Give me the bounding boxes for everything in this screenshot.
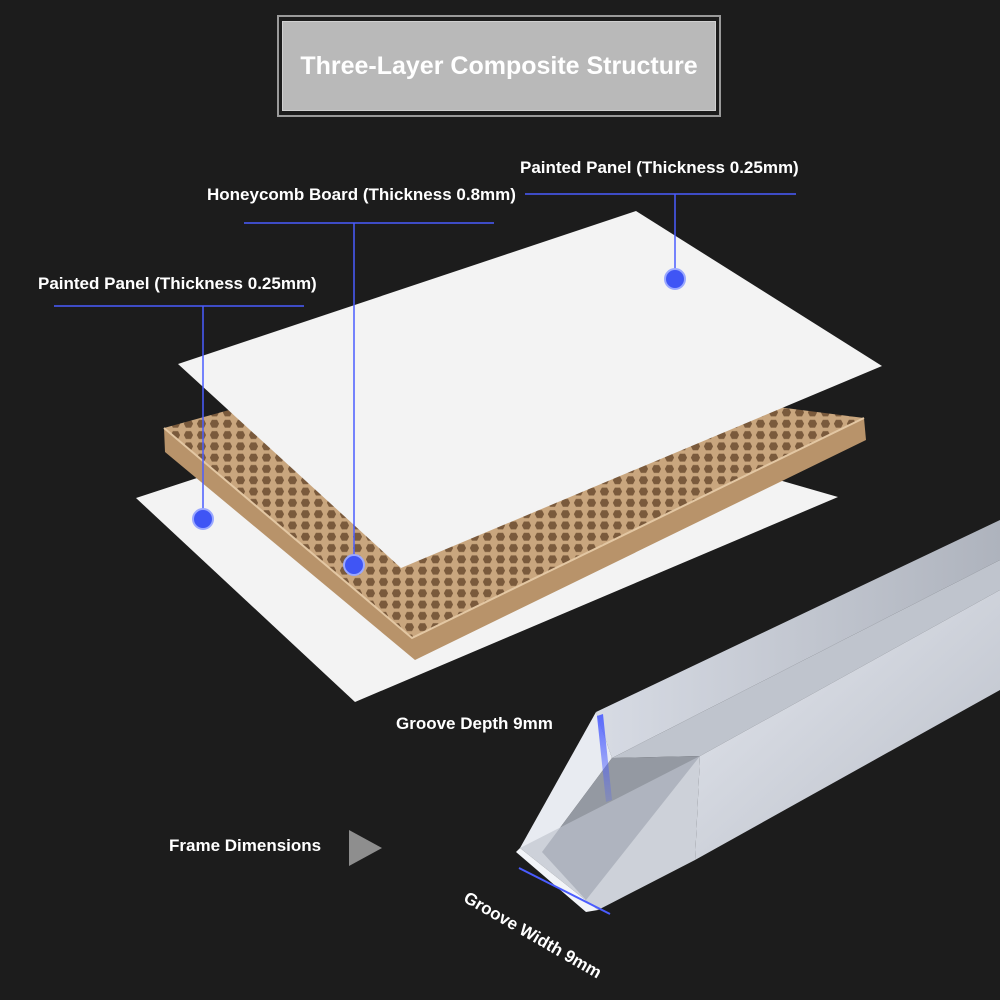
frame-pointer-icon	[349, 830, 382, 866]
label-groove-depth: Groove Depth 9mm	[396, 714, 553, 733]
title-frame	[277, 15, 721, 117]
page-title: Three-Layer Composite Structure	[282, 21, 716, 111]
label-top-painted-panel: Painted Panel (Thickness 0.25mm)	[520, 158, 799, 177]
callout-honeycomb-icon	[343, 554, 365, 576]
groove-depth-marker	[597, 714, 612, 802]
frame-profile	[516, 520, 1000, 915]
label-bottom-painted-panel: Painted Panel (Thickness 0.25mm)	[38, 274, 317, 293]
callout-top-panel-icon	[664, 268, 686, 290]
label-frame-dimensions: Frame Dimensions	[169, 836, 322, 855]
callout-bottom-panel-icon	[192, 508, 214, 530]
label-honeycomb-board: Honeycomb Board (Thickness 0.8mm)	[207, 185, 516, 204]
